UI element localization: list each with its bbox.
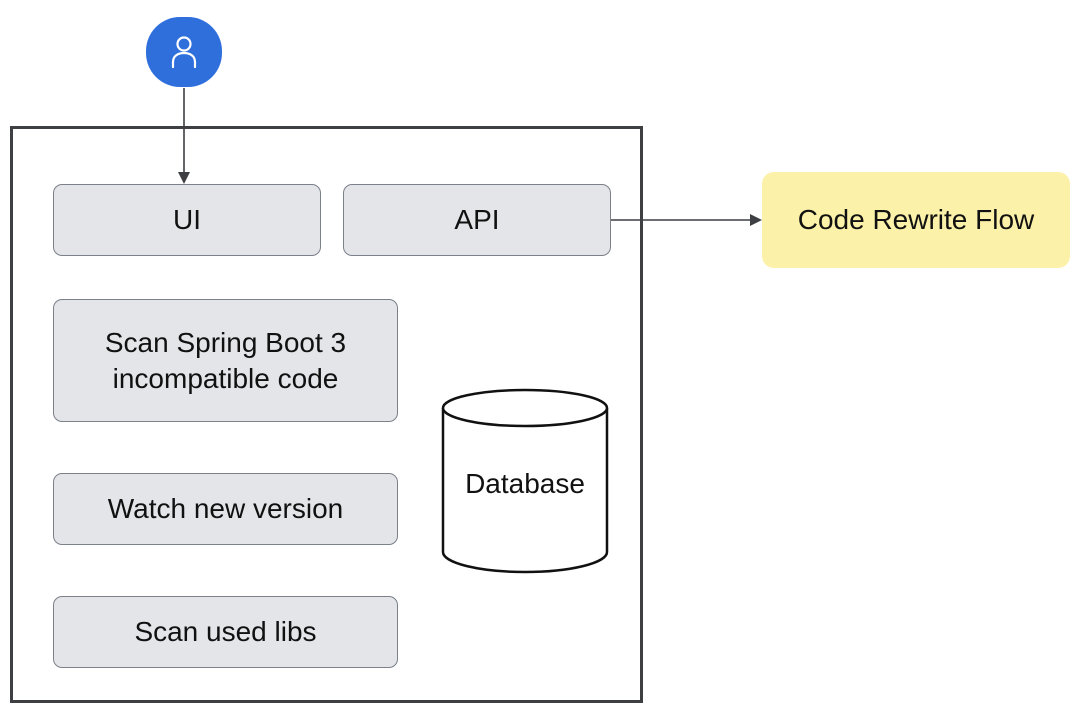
database-cylinder[interactable]: Database bbox=[440, 388, 610, 580]
user-icon bbox=[171, 36, 197, 69]
api-component[interactable]: API bbox=[343, 184, 611, 256]
scan-spring-boot-component[interactable]: Scan Spring Boot 3 incompatible code bbox=[53, 299, 398, 422]
ui-component-label: UI bbox=[173, 204, 201, 235]
watch-new-version-component[interactable]: Watch new version bbox=[53, 473, 398, 545]
database-cylinder-shape bbox=[441, 388, 609, 574]
api-component-label: API bbox=[454, 204, 500, 235]
database-label: Database bbox=[465, 468, 585, 499]
scan-used-libs-label: Scan used libs bbox=[134, 616, 317, 647]
scan-spring-boot-label: Scan Spring Boot 3 incompatible code bbox=[104, 326, 347, 394]
ui-component[interactable]: UI bbox=[53, 184, 321, 256]
code-rewrite-flow-node[interactable]: Code Rewrite Flow bbox=[762, 172, 1070, 268]
user-actor-node[interactable] bbox=[146, 17, 222, 87]
scan-used-libs-component[interactable]: Scan used libs bbox=[53, 596, 398, 668]
watch-new-version-label: Watch new version bbox=[107, 493, 344, 524]
system-boundary bbox=[10, 126, 643, 703]
code-rewrite-flow-label: Code Rewrite Flow bbox=[797, 204, 1035, 235]
